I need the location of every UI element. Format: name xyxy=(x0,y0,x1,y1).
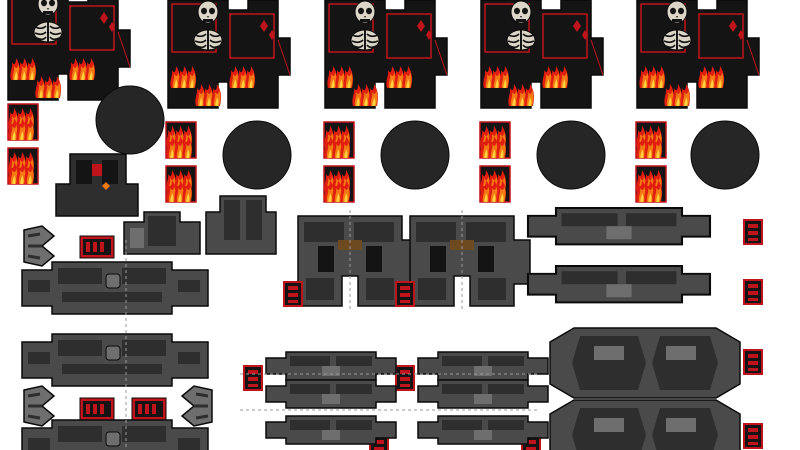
flame-tab xyxy=(480,166,510,202)
flame-tab xyxy=(8,104,38,140)
shoulder-blocks xyxy=(123,195,277,255)
flame-tab xyxy=(324,122,354,158)
small-red xyxy=(283,281,303,307)
row-discs xyxy=(95,85,760,190)
hip-bars xyxy=(526,206,712,304)
chest-plates xyxy=(549,327,741,450)
forearm-bar xyxy=(417,379,549,409)
small-red xyxy=(743,349,763,375)
claw xyxy=(180,384,214,428)
flame-tab xyxy=(166,166,196,202)
claw xyxy=(22,224,56,268)
torso-panel-5 xyxy=(637,0,759,108)
shoulder-block xyxy=(123,211,201,255)
red-box xyxy=(131,397,167,421)
chest-plate xyxy=(549,399,741,450)
backpack-panel xyxy=(55,153,139,217)
claw-parts xyxy=(22,224,214,428)
forearm-bar xyxy=(265,351,397,381)
red-box xyxy=(79,397,115,421)
flame-tab xyxy=(636,122,666,158)
hip-bar xyxy=(526,264,712,304)
torso-panel-2 xyxy=(168,0,290,108)
flame-tab xyxy=(324,166,354,202)
torso-panel-1 xyxy=(8,0,130,100)
torso-panel-4 xyxy=(481,0,603,108)
belt xyxy=(21,419,209,450)
belt xyxy=(21,261,209,315)
forearm-bar xyxy=(417,415,549,445)
forearm-bar xyxy=(265,415,397,445)
shoulder-block xyxy=(205,195,277,255)
claw xyxy=(22,384,56,428)
disc-2 xyxy=(222,120,292,190)
flame-tab xyxy=(166,122,196,158)
red-box xyxy=(79,235,115,259)
disc-1 xyxy=(95,85,165,155)
forearm-bars xyxy=(240,351,549,445)
flame-tab xyxy=(8,148,38,184)
forearm-bar xyxy=(265,379,397,409)
disc-5 xyxy=(690,120,760,190)
glyph-icon xyxy=(102,182,110,190)
belt xyxy=(21,333,209,387)
chest-plate xyxy=(549,327,741,399)
torso-panel-3 xyxy=(325,0,447,108)
small-red xyxy=(743,219,763,245)
disc-3 xyxy=(380,120,450,190)
flame-tab xyxy=(480,122,510,158)
small-red xyxy=(395,365,415,391)
disc-4 xyxy=(536,120,606,190)
belt-parts xyxy=(21,240,209,450)
flame-tab xyxy=(636,166,666,202)
small-red xyxy=(743,279,763,305)
hip-bar xyxy=(526,206,712,246)
small-red xyxy=(243,365,263,391)
small-red xyxy=(395,281,415,307)
small-red xyxy=(743,423,763,449)
forearm-bar xyxy=(417,351,549,381)
leg-panel xyxy=(409,209,531,313)
